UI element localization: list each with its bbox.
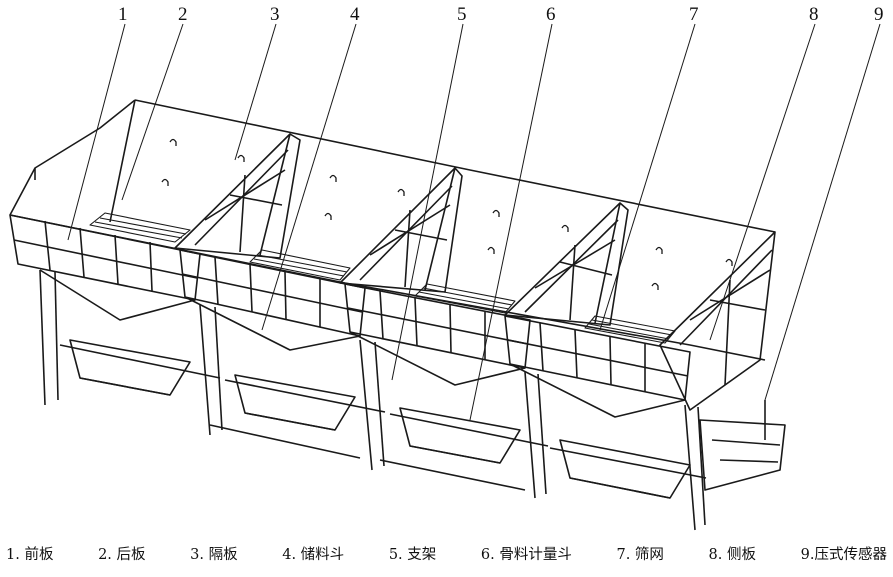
legend-item-screen: 7. 筛网 [616,546,664,563]
callout-1: 1 [118,4,128,25]
callout-6: 6 [546,4,556,25]
callout-5: 5 [457,4,467,25]
leader-5 [392,24,463,380]
callout-2: 2 [178,4,188,25]
rear-panel-edge-3 [425,168,455,290]
parts-legend: 1. 前板 2. 后板 3. 隔板 4. 储料斗 5. 支架 6. 骨料计量斗 … [0,537,893,569]
rear-panel-edge-1 [110,100,135,222]
leader-8 [710,24,815,340]
left-end-cap [10,100,135,215]
leader-7 [600,24,695,330]
storage-hoppers [40,270,685,417]
callout-9: 9 [874,4,884,25]
callout-8: 8 [809,4,819,25]
callout-7: 7 [689,4,699,25]
leader-9 [765,24,880,400]
rear-panel-marks [162,140,732,291]
machine-structure [10,100,785,530]
legend-item-storage-hopper: 4. 储料斗 [282,546,345,563]
screens [90,213,675,343]
leader-lines [68,24,880,420]
leader-3 [235,24,276,160]
legend-item-rear-plate: 2. 后板 [98,546,146,563]
legend-item-weighing-hopper: 6. 骨料计量斗 [480,546,572,563]
partition-plates [175,134,775,410]
sensor-block [700,400,785,490]
legend-item-front-plate: 1. 前板 [6,546,54,563]
support-frame [40,270,706,530]
leader-4 [262,24,356,330]
legend-item-pressure-sensor: 9.压式传感器 [800,546,887,563]
legend-item-partition: 3. 隔板 [190,546,238,563]
front-panels [10,215,690,400]
leader-1 [68,24,125,240]
callout-numbers: 1 2 3 4 5 6 7 8 9 [118,4,884,25]
callout-3: 3 [270,4,280,25]
legend-item-support: 5. 支架 [388,546,437,563]
weighing-hoppers [70,340,690,498]
leader-2 [122,24,183,200]
legend-item-side-plate: 8. 侧板 [708,546,756,563]
rear-top-rail [135,100,775,232]
leader-6 [470,24,552,420]
callout-4: 4 [350,4,360,25]
